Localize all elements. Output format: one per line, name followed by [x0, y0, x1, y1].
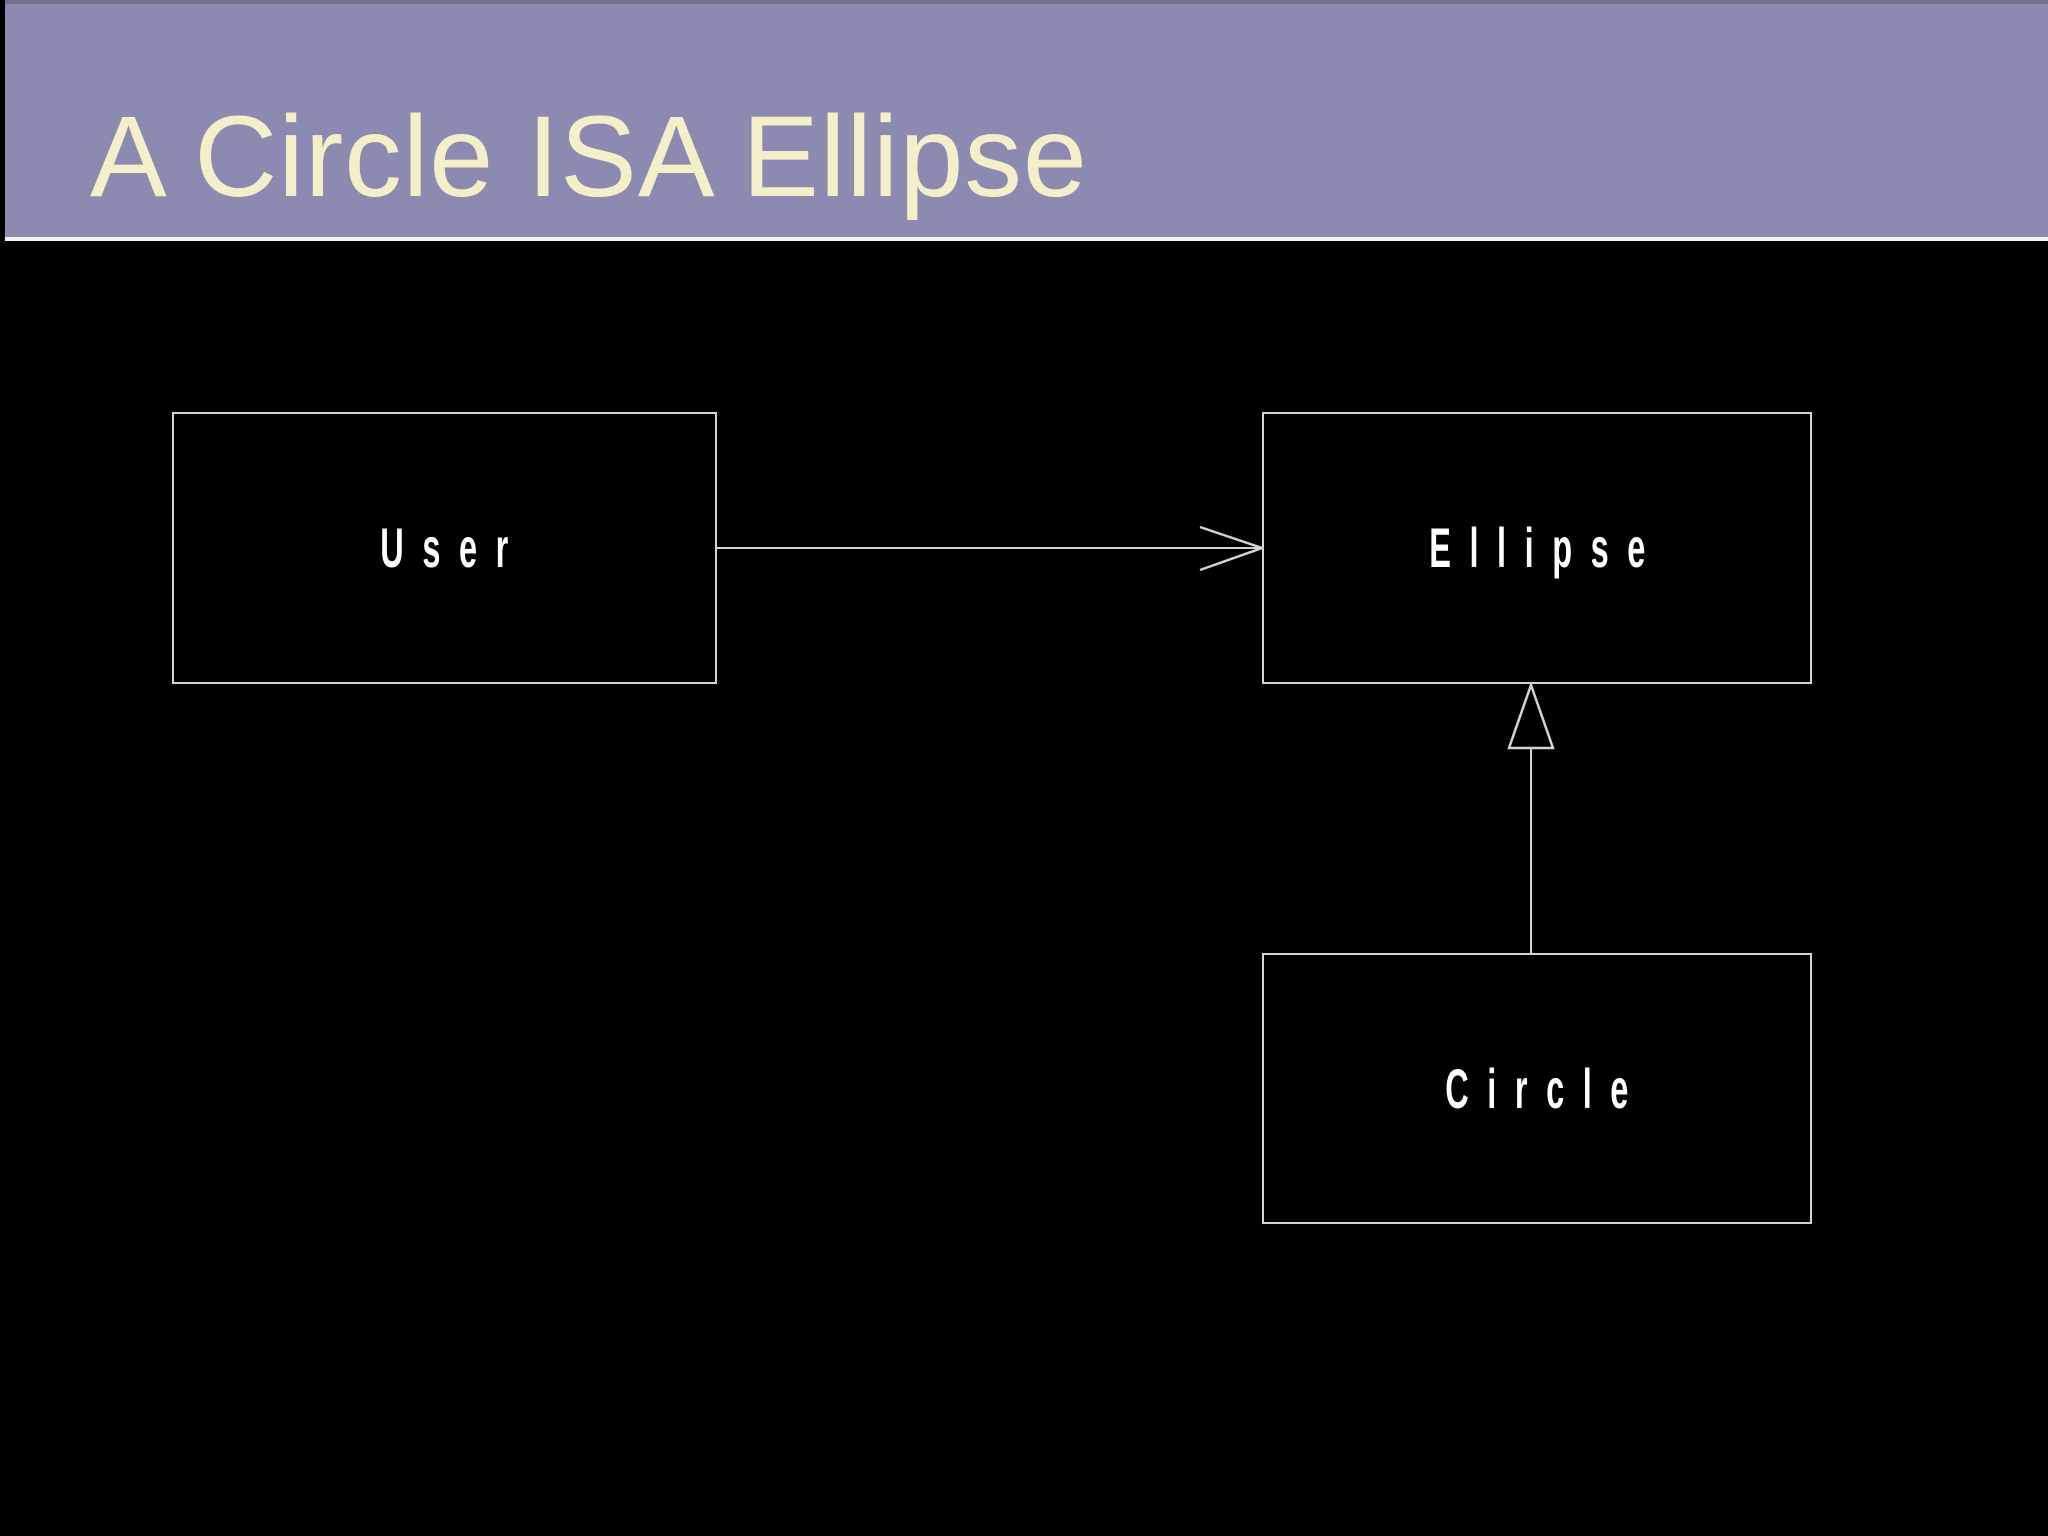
class-node-circle: Circle [1262, 953, 1812, 1224]
title-bar: A Circle ISA Ellipse [5, 0, 2048, 241]
class-node-user-label: User [380, 516, 528, 579]
slide-title: A Circle ISA Ellipse [90, 93, 1088, 221]
class-node-ellipse: Ellipse [1262, 412, 1812, 684]
class-node-circle-label: Circle [1445, 1056, 1648, 1120]
class-node-ellipse-label: Ellipse [1428, 516, 1664, 579]
hollow-triangle-arrowhead-icon [1507, 681, 1555, 750]
class-node-user: User [172, 412, 717, 684]
